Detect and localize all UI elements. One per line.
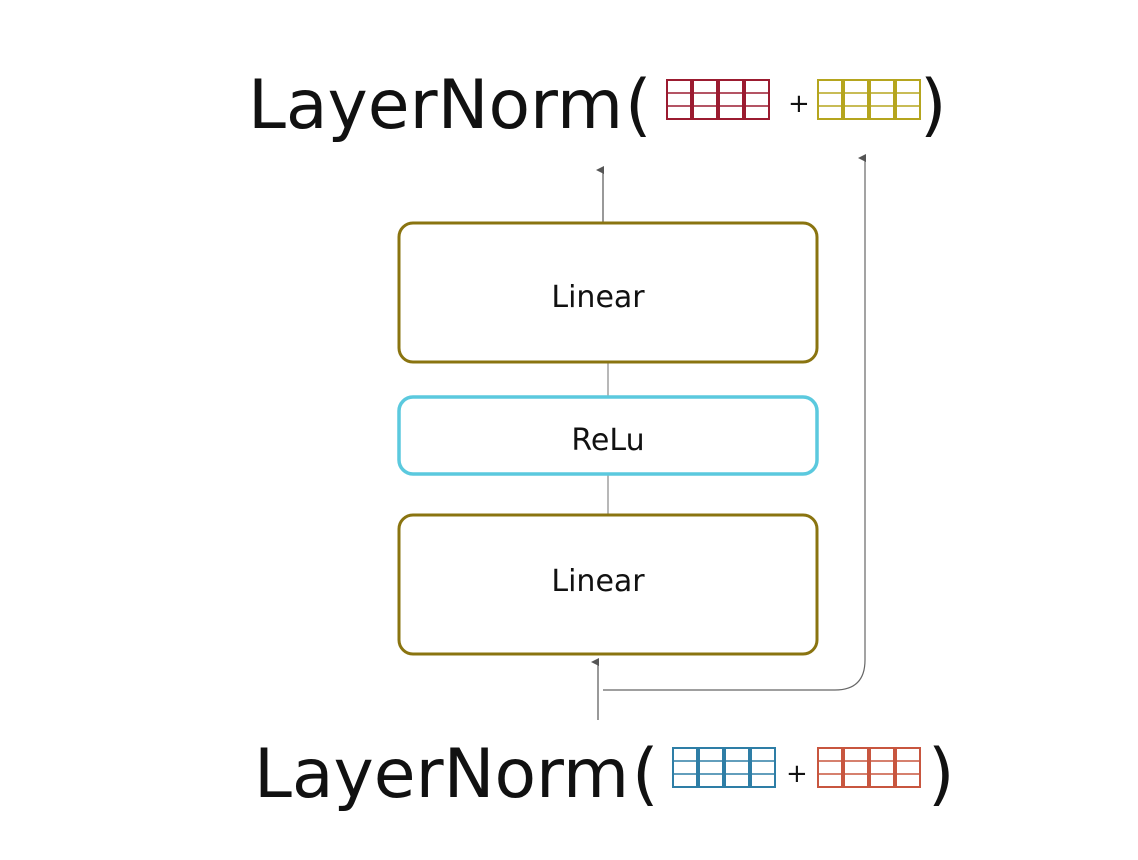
linear-bottom-label: Linear <box>551 564 645 599</box>
top-layernorm-label: LayerNorm <box>248 66 623 145</box>
matrix-column <box>718 79 744 120</box>
top-close-paren: ) <box>920 66 947 145</box>
linear-block-top: Linear <box>397 221 819 364</box>
matrix-column <box>895 747 921 788</box>
matrix-column <box>869 747 895 788</box>
matrix-column <box>817 79 843 120</box>
matrix-column <box>817 747 843 788</box>
matrix-column <box>895 79 921 120</box>
matrix-column <box>843 79 869 120</box>
bottom-plus-sign: + <box>786 759 808 789</box>
top-right-matrix <box>817 79 921 120</box>
bottom-open-paren: ( <box>632 735 659 814</box>
bottom-formula: LayerNorm ( + ) <box>254 735 955 814</box>
top-left-matrix <box>666 79 770 120</box>
relu-block: ReLu <box>397 395 819 476</box>
bottom-left-matrix <box>672 747 776 788</box>
matrix-column <box>724 747 750 788</box>
matrix-column <box>843 747 869 788</box>
linear-top-label: Linear <box>551 280 645 315</box>
relu-label: ReLu <box>571 423 644 458</box>
matrix-column <box>698 747 724 788</box>
matrix-column <box>666 79 692 120</box>
matrix-column <box>672 747 698 788</box>
bottom-layernorm-label: LayerNorm <box>254 735 629 814</box>
matrix-column <box>750 747 776 788</box>
matrix-column <box>744 79 770 120</box>
residual-connection-arrow <box>603 154 866 691</box>
top-plus-sign: + <box>788 89 810 119</box>
matrix-column <box>869 79 895 120</box>
top-formula: LayerNorm ( + ) <box>248 66 947 145</box>
top-open-paren: ( <box>625 66 652 145</box>
linear-block-bottom: Linear <box>397 513 819 656</box>
matrix-column <box>692 79 718 120</box>
bottom-close-paren: ) <box>928 735 955 814</box>
bottom-right-matrix <box>817 747 921 788</box>
